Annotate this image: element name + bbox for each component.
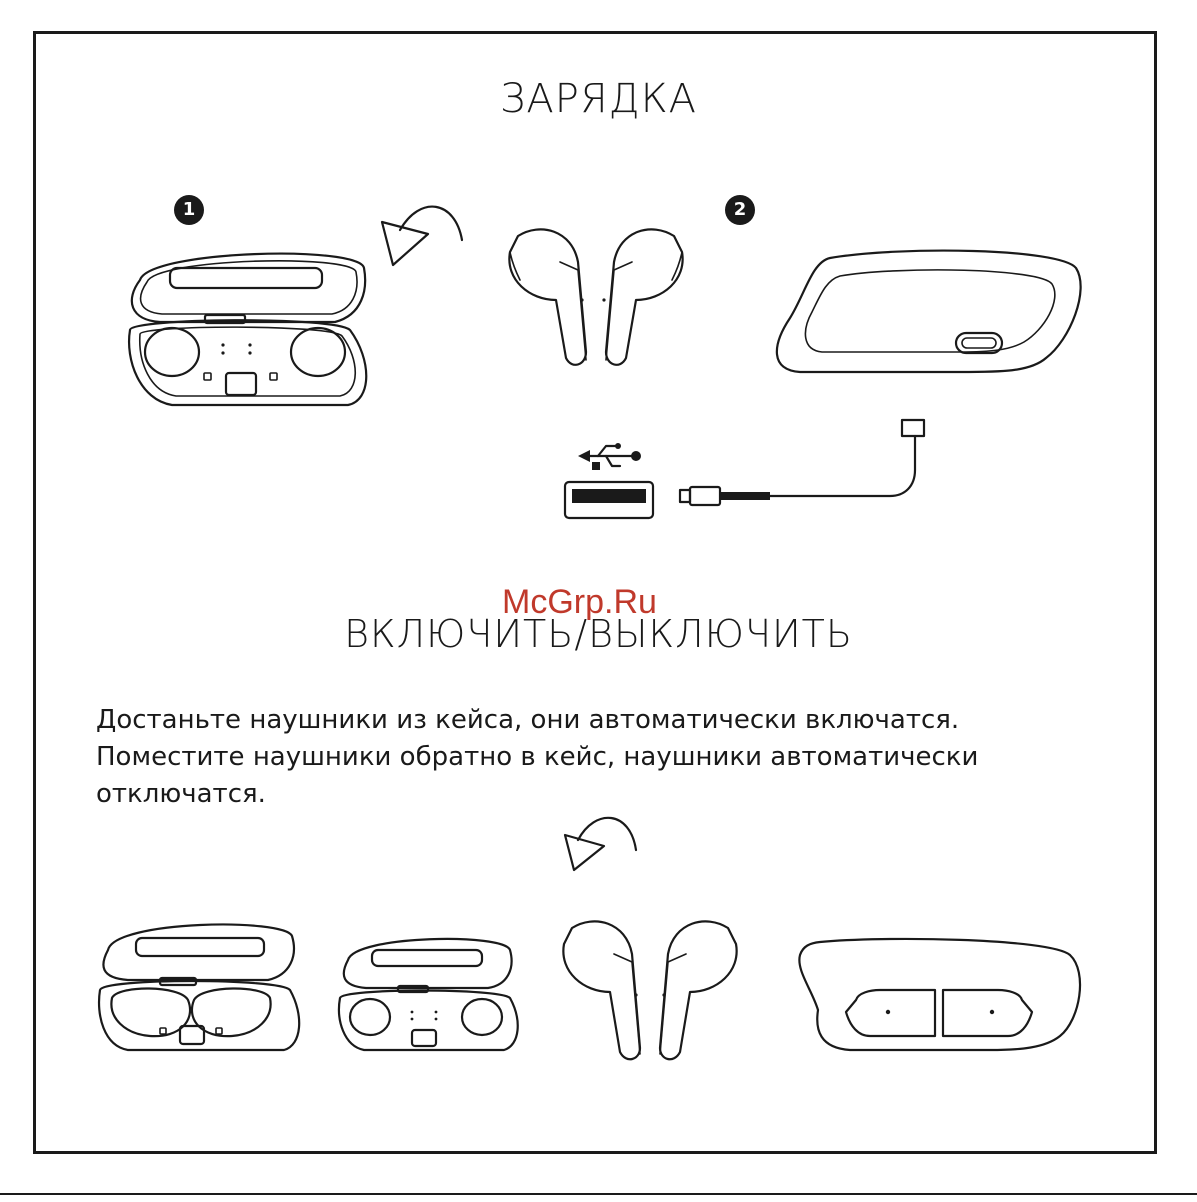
usb-port-icon: [565, 482, 653, 518]
charging-cable-icon: [680, 420, 924, 505]
earbuds-icon: [509, 229, 682, 364]
closed-case-icon: [799, 939, 1080, 1050]
watermark: McGrp.Ru: [502, 583, 657, 622]
curved-arrow-icon: [565, 818, 636, 870]
open-case-icon: [129, 254, 366, 405]
closed-case-icon: [777, 251, 1081, 372]
curved-arrow-icon: [382, 207, 462, 265]
open-case-icon: [339, 939, 518, 1050]
earbuds-icon: [563, 921, 736, 1059]
usb-icon: [578, 443, 641, 470]
open-case-icon: [99, 924, 299, 1050]
